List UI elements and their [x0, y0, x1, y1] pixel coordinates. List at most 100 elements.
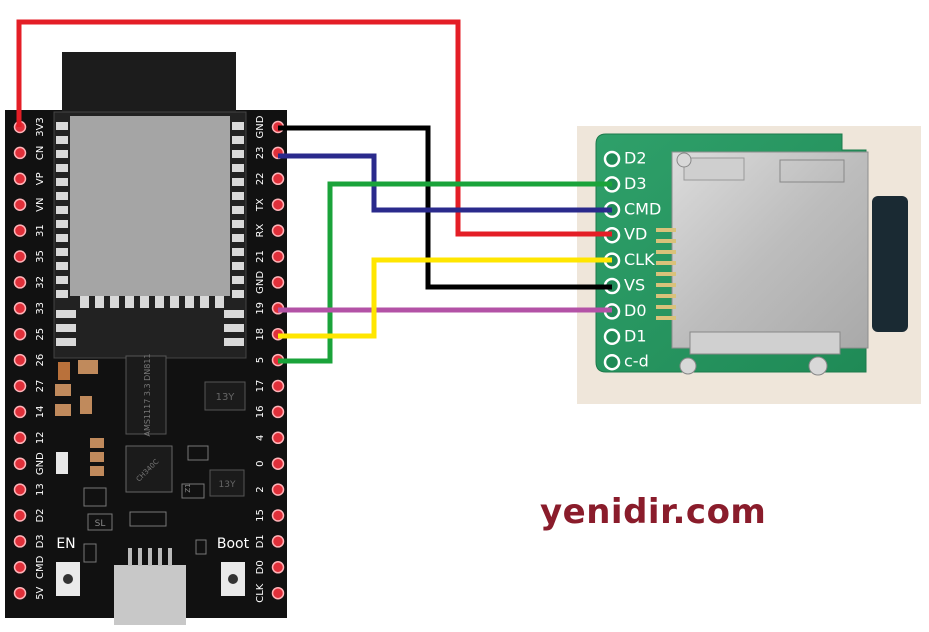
board-pin-left[interactable]	[13, 353, 27, 367]
component-outline	[187, 445, 209, 461]
board-pin-left-label: CN	[35, 146, 46, 160]
board-pin-right[interactable]	[271, 535, 285, 548]
board-pin-left[interactable]	[13, 431, 27, 445]
board-pin-right[interactable]	[271, 224, 285, 237]
wire-3v3-vd	[16, 19, 612, 237]
board-pin-left-label: 3V3	[35, 117, 46, 137]
board-pin-right[interactable]	[271, 172, 285, 186]
boot-button-label: Boot	[217, 536, 250, 552]
board-pin-right[interactable]	[271, 457, 285, 470]
module-pads	[56, 122, 244, 346]
module-pad	[224, 324, 244, 332]
chip-sl-label: SL	[95, 519, 106, 529]
socket-spring	[779, 159, 845, 183]
board-pin-right-label: 21	[255, 250, 266, 263]
chip-z1-label: Z1	[184, 483, 192, 492]
board-pin-left-label: 32	[35, 276, 46, 289]
sd-pin-label: VS	[624, 276, 645, 295]
antenna	[62, 52, 236, 118]
board-pin-right[interactable]	[271, 198, 285, 211]
component-outline	[129, 511, 167, 527]
board-pin-left-label: VN	[35, 198, 46, 212]
board-pin-left-label: 14	[35, 406, 46, 419]
board-pin-left[interactable]	[13, 483, 27, 496]
module-pad	[232, 248, 244, 256]
board-pin-left-label: 31	[35, 224, 46, 237]
module-pad	[224, 338, 244, 346]
sd-contacts	[656, 228, 676, 320]
sd-pin-label: D3	[624, 174, 647, 193]
board-pin-right[interactable]	[271, 561, 285, 574]
board-pin-left[interactable]	[13, 405, 27, 419]
module-pad	[125, 296, 134, 308]
board-pin-right[interactable]	[271, 483, 285, 496]
solder-pad	[679, 357, 697, 375]
component-outline	[195, 539, 207, 555]
module-pad	[56, 310, 76, 318]
board-pin-right[interactable]	[271, 250, 285, 263]
board-pin-left[interactable]	[13, 302, 27, 315]
module-pad	[200, 296, 209, 308]
module-pad	[215, 296, 224, 308]
board-pin-left[interactable]	[13, 327, 27, 341]
boot-button[interactable]	[221, 562, 245, 596]
module-pad	[56, 220, 68, 228]
board-pin-left[interactable]	[13, 379, 27, 393]
sd-pin[interactable]	[603, 353, 621, 371]
module-pad	[224, 310, 244, 318]
board-pin-left[interactable]	[13, 509, 27, 522]
board-pin-right-label: D1	[255, 534, 266, 548]
board-pin-right-label: 0	[255, 461, 266, 467]
module-pad	[155, 296, 164, 308]
sd-contact	[656, 228, 676, 232]
board-pin-right[interactable]	[271, 276, 285, 289]
sd-contact	[656, 283, 676, 287]
sd-contact	[656, 250, 676, 254]
watermark-text: yenidir.com	[540, 492, 767, 532]
board-pin-right-label: 15	[255, 509, 266, 522]
module-pad	[56, 206, 68, 214]
board-pin-right[interactable]	[271, 379, 285, 393]
board-pin-right[interactable]	[271, 586, 285, 600]
board-pin-left[interactable]	[13, 224, 27, 237]
sd-contact	[656, 294, 676, 298]
module-pad	[95, 296, 104, 308]
board-pin-left[interactable]	[13, 561, 27, 574]
en-button[interactable]	[56, 562, 80, 596]
board-pin-right-label: 17	[255, 380, 266, 393]
board-pin-right-label: GND	[255, 115, 266, 138]
board-pin-left-label: 35	[35, 250, 46, 263]
module-pad	[56, 324, 76, 332]
capacitor	[90, 452, 104, 462]
chip-ch340	[125, 445, 173, 493]
board-pin-right-label: 16	[255, 406, 266, 419]
board-pin-left-label: 13	[35, 483, 46, 496]
board-pin-right-label: 23	[255, 147, 266, 160]
board-pin-left[interactable]	[13, 146, 27, 160]
board-pin-left[interactable]	[13, 172, 27, 186]
module-shield	[70, 116, 230, 296]
board-pin-right-label: TX	[255, 198, 266, 212]
chip-regulator	[125, 355, 167, 435]
sd-pin[interactable]	[603, 150, 621, 168]
left-pin-header: 3V3CNVPVN313532332526271412GND13D2D3CMD5…	[13, 117, 46, 600]
board-pin-left[interactable]	[13, 586, 27, 600]
chip-13y-b	[209, 469, 245, 497]
module-pad	[185, 296, 194, 308]
board-pin-right[interactable]	[271, 405, 285, 419]
module-pad	[232, 192, 244, 200]
board-pin-left[interactable]	[13, 457, 27, 470]
chip-sl	[87, 513, 113, 531]
socket-latch	[689, 331, 841, 355]
board-pin-left[interactable]	[13, 250, 27, 263]
board-pin-left[interactable]	[13, 276, 27, 289]
board-pin-left[interactable]	[13, 198, 27, 211]
sd-contact	[656, 239, 676, 243]
sd-pin[interactable]	[603, 328, 621, 346]
resistor	[58, 362, 70, 380]
board-pin-right[interactable]	[271, 509, 285, 522]
board-pin-left[interactable]	[13, 535, 27, 548]
board-pin-right[interactable]	[271, 431, 285, 445]
